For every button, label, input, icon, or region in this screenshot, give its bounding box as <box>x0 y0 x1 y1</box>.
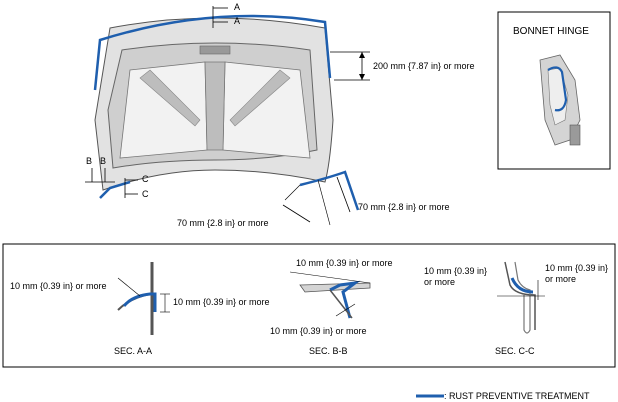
sec-c-panel-inner <box>514 261 531 334</box>
sec-c-caption: SEC. C-C <box>495 346 535 356</box>
dim-line-70-right <box>336 176 351 213</box>
sec-a-dim-left: 10 mm {0.39 in} or more <box>10 281 107 291</box>
sec-c-panel-outer <box>504 261 536 330</box>
bonnet-top-slot <box>199 45 231 55</box>
bonnet-diagonal-rib-right <box>229 69 291 127</box>
bonnet-diagonal-rib-left <box>139 69 201 127</box>
section-marker-a-bottom: A <box>234 16 241 26</box>
section-marker-c-top: C <box>142 174 149 184</box>
sec-a-treatment <box>122 292 157 312</box>
sec-c-treatment <box>510 277 534 294</box>
legend-text: : RUST PREVENTIVE TREATMENT <box>444 391 590 401</box>
sec-c-dim-left-1: 10 mm {0.39 in} <box>424 266 488 276</box>
sec-c-dim-left-2: or more <box>424 277 456 287</box>
treatment-edge-top <box>93 14 332 91</box>
dim-label-200mm: 200 mm {7.87 in} or more <box>373 61 475 71</box>
sec-b-dim-top: 10 mm {0.39 in} or more <box>296 258 393 268</box>
hinge-title: BONNET HINGE <box>513 26 589 37</box>
section-marker-a-top: A <box>234 2 241 12</box>
treatment-edge-corner-right <box>299 170 360 211</box>
sec-b-dim-diag <box>335 303 356 317</box>
dim-line-70-bottom <box>282 204 311 223</box>
treatment-edge-corner-left <box>99 180 131 199</box>
dim-label-70mm-bottom: 70 mm {2.8 in} or more <box>177 218 269 228</box>
dim-label-70mm-right: 70 mm {2.8 in} or more <box>358 202 450 212</box>
bonnet-center-rib <box>204 61 226 151</box>
sec-a-caption: SEC. A-A <box>114 346 153 356</box>
section-marker-b-left: B <box>86 156 93 166</box>
sections-frame <box>2 243 616 368</box>
sec-c-dim-right-1: 10 mm {0.39 in} <box>545 263 609 273</box>
sec-b-caption: SEC. B-B <box>309 346 348 356</box>
sec-b-treatment <box>329 280 361 319</box>
sec-c-dim-right-2: or more <box>545 274 577 284</box>
section-marker-b-right: B <box>100 156 107 166</box>
hinge-treatment <box>547 66 568 112</box>
bonnet-panel-left <box>119 61 208 159</box>
bonnet-panel-right <box>222 61 311 159</box>
section-marker-c-bottom: C <box>142 189 149 199</box>
sec-b-dim-bottom: 10 mm {0.39 in} or more <box>270 326 367 336</box>
sec-a-dim-right: 10 mm {0.39 in} or more <box>173 297 270 307</box>
